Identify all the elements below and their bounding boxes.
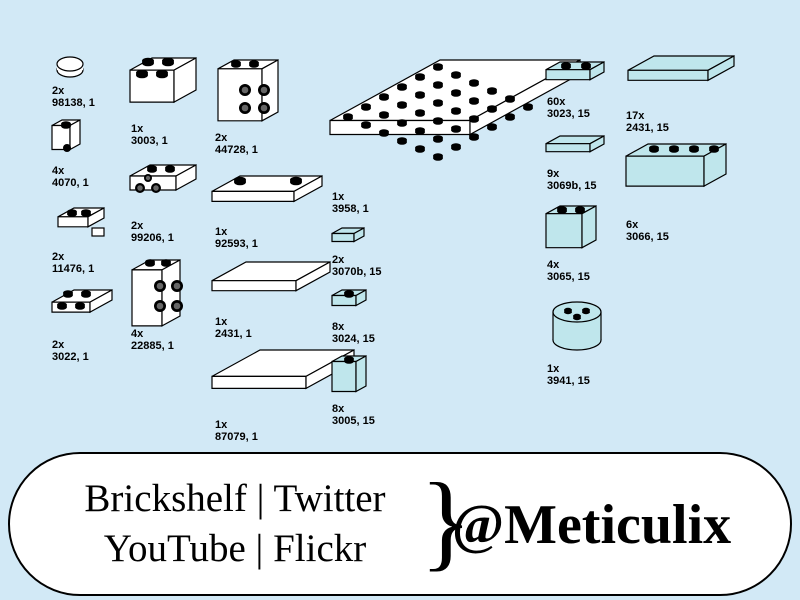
part-3003-icon (129, 56, 197, 104)
part-3066-icon (625, 142, 727, 188)
part-22885-icon (131, 258, 183, 327)
part-3958-icon (329, 58, 581, 161)
part-2431-icon (211, 260, 331, 292)
part-3070b-icon (331, 226, 365, 243)
links-line-1: Brickshelf | Twitter (84, 477, 386, 520)
part-98138-icon (56, 56, 84, 78)
part-3941-icon (552, 301, 602, 351)
part-4070-icon (51, 118, 81, 152)
part-3065-icon (545, 204, 597, 249)
parts-illustrations (51, 54, 735, 393)
part-99206-icon (129, 163, 197, 193)
username-handle: @Meticulix (452, 494, 732, 556)
social-links-list: Brickshelf | Twitter YouTube | Flickr (40, 474, 430, 574)
part-11476-icon (57, 206, 105, 237)
part-3022-icon (51, 288, 113, 314)
part-3005-icon (331, 354, 367, 393)
part-44728-icon (217, 58, 279, 122)
part-3024-icon (331, 288, 367, 307)
part-3023-icon (545, 60, 605, 81)
part-2431-trans-icon (627, 54, 735, 82)
social-links-banner: Brickshelf | Twitter YouTube | Flickr } … (8, 452, 792, 596)
part-3069b-icon (545, 134, 605, 153)
part-92593-icon (211, 174, 323, 203)
curly-brace: } (420, 462, 472, 581)
links-line-2: YouTube | Flickr (103, 527, 367, 570)
